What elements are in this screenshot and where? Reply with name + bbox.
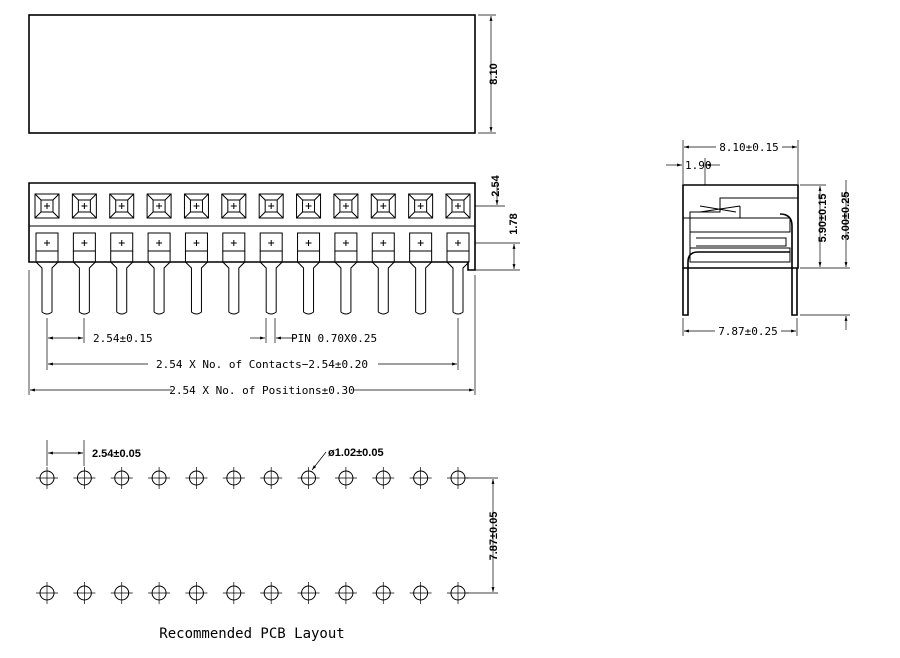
side-view: 8.10±0.15 1.90 5.90±0.15 3.00±0.25 7.87±… (666, 139, 852, 338)
pcb-layout: 2.54±0.05 ø1.02±0.05 7.87±0.05 Recommend… (36, 440, 500, 642)
front-contact (109, 193, 135, 315)
pcb-hole (447, 582, 469, 604)
front-contact (333, 193, 359, 315)
pcb-hole (73, 467, 96, 489)
top-view: 8.10 (28, 14, 500, 134)
front-contact (221, 193, 247, 315)
pcb-hole (260, 582, 283, 604)
side-width-dim: 8.10±0.15 (719, 141, 779, 154)
pcb-hole (110, 582, 133, 604)
pcb-hole (334, 582, 357, 604)
side-view-body (682, 184, 799, 269)
front-contact (34, 193, 60, 315)
side-row-spacing-dim: 7.87±0.25 (718, 325, 778, 338)
front-contact (296, 193, 322, 315)
pcb-hole (222, 467, 245, 489)
pcb-hole (185, 467, 208, 489)
pcb-hole (148, 467, 171, 489)
front-contact (408, 193, 434, 315)
row-offset-dim: 1.78 (508, 213, 520, 234)
pcb-hole (372, 467, 395, 489)
pcb-hole (110, 467, 133, 489)
pcb-hole (409, 582, 432, 604)
top-offset-dim: 2.54 (490, 174, 502, 196)
front-contact (183, 193, 209, 315)
pcb-hole (222, 582, 245, 604)
pcb-hole (36, 467, 58, 489)
pcb-pitch-dim: 2.54±0.05 (92, 448, 141, 460)
front-view-body (28, 182, 476, 271)
front-contact (258, 193, 284, 315)
top-view-body (28, 14, 476, 134)
pitch-dim: 2.54±0.15 (93, 332, 153, 345)
pcb-hole (447, 467, 469, 489)
positions-dim: 2.54 X No. of Positions±0.30 (169, 384, 354, 397)
side-tail-dim: 3.00±0.25 (840, 192, 852, 241)
front-view: 2.54 1.78 2.54±0.15 PIN 0.70X0.25 2.54 X… (28, 174, 520, 397)
pcb-hole (372, 582, 395, 604)
pcb-hole (297, 467, 320, 489)
contacts-dim: 2.54 X No. of Contacts−2.54±0.20 (156, 358, 368, 371)
pcb-hole-dim: ø1.02±0.05 (328, 447, 384, 459)
front-contact (71, 193, 97, 315)
pcb-hole (334, 467, 357, 489)
front-contact (445, 193, 471, 315)
side-offset-dim: 1.90 (685, 159, 712, 172)
side-height-dim: 5.90±0.15 (817, 194, 829, 243)
pcb-holes (36, 467, 469, 604)
pcb-hole (36, 582, 58, 604)
top-height-dim: 8.10 (488, 63, 500, 84)
pcb-hole (409, 467, 432, 489)
front-contact (146, 193, 172, 315)
pcb-hole (73, 582, 96, 604)
front-contact (370, 193, 396, 315)
pcb-row-spacing-dim: 7.87±0.05 (488, 512, 500, 561)
pin-dim: PIN 0.70X0.25 (291, 332, 377, 345)
pcb-hole (148, 582, 171, 604)
pcb-hole (297, 582, 320, 604)
pcb-hole (260, 467, 283, 489)
pcb-hole (185, 582, 208, 604)
pcb-caption: Recommended PCB Layout (159, 626, 344, 642)
front-contacts (34, 193, 471, 315)
